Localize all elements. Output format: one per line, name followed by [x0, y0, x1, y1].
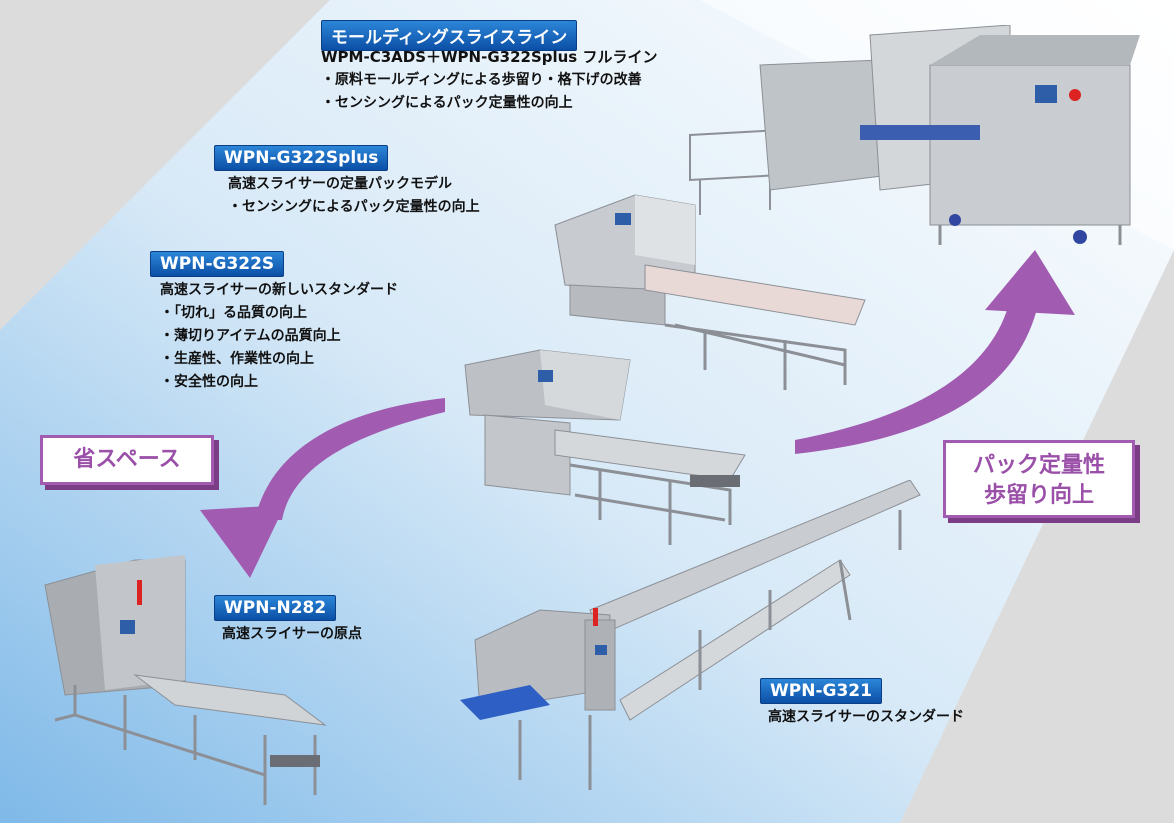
wpn-g321-machine-image: [460, 480, 921, 790]
callout-pack-accuracy: パック定量性 歩留り向上: [943, 440, 1135, 518]
desc-wpn-g322s: 高速スライサーの新しいスタンダード 「切れ」る品質の向上 薄切りアイテムの品質向…: [160, 279, 398, 394]
feature-item: センシングによるパック定量性の向上: [228, 196, 480, 219]
molding-slice-line-machine-image: [689, 25, 1140, 245]
feature-item: 生産性、作業性の向上: [160, 348, 398, 371]
desc-wpn-g322splus: 高速スライサーの定量パックモデル センシングによるパック定量性の向上: [228, 173, 480, 219]
feature-item: 安全性の向上: [160, 371, 398, 394]
title-wpn-g322splus: 高速スライサーの定量パックモデル: [228, 176, 452, 192]
badge-wpn-g321: WPN-G321: [760, 678, 882, 704]
title-wpn-n282: 高速スライサーの原点: [222, 626, 362, 642]
wpn-g322splus-machine-image: [554, 194, 866, 390]
callout-space-saving-text: 省スペース: [73, 447, 181, 472]
badge-wpn-n282: WPN-N282: [214, 595, 337, 621]
wpn-n282-machine-image: [44, 555, 327, 805]
arrow-left-down: [200, 398, 445, 578]
title-molding-slice-line: WPM-C3ADS＋WPN-G322Splus フルライン: [321, 48, 658, 66]
badge-wpn-g322splus: WPN-G322Splus: [214, 145, 389, 171]
desc-wpn-g321: 高速スライサーのスタンダード: [768, 706, 964, 729]
feature-item: 薄切りアイテムの品質向上: [160, 325, 398, 348]
title-wpn-g322s: 高速スライサーの新しいスタンダード: [160, 282, 398, 298]
badge-wpn-g322s: WPN-G322S: [150, 251, 285, 277]
feature-item: センシングによるパック定量性の向上: [321, 92, 657, 115]
badge-molding-slice-line: モールディングスライスライン: [321, 20, 578, 51]
title-wpn-g321: 高速スライサーのスタンダード: [768, 709, 964, 725]
feature-item: 「切れ」る品質の向上: [160, 302, 398, 325]
callout-space-saving: 省スペース: [40, 435, 214, 485]
feature-item: 原料モールディングによる歩留り・格下げの改善: [321, 69, 657, 92]
desc-wpn-n282: 高速スライサーの原点: [222, 623, 362, 646]
desc-molding-slice-line: WPM-C3ADS＋WPN-G322Splus フルライン 原料モールディングに…: [321, 46, 657, 115]
arrow-right-up: [795, 250, 1075, 454]
callout-pack-accuracy-line2: 歩留り向上: [983, 483, 1094, 508]
wpn-g322s-machine-image: [464, 349, 746, 545]
callout-pack-accuracy-line1: パック定量性: [972, 453, 1105, 478]
